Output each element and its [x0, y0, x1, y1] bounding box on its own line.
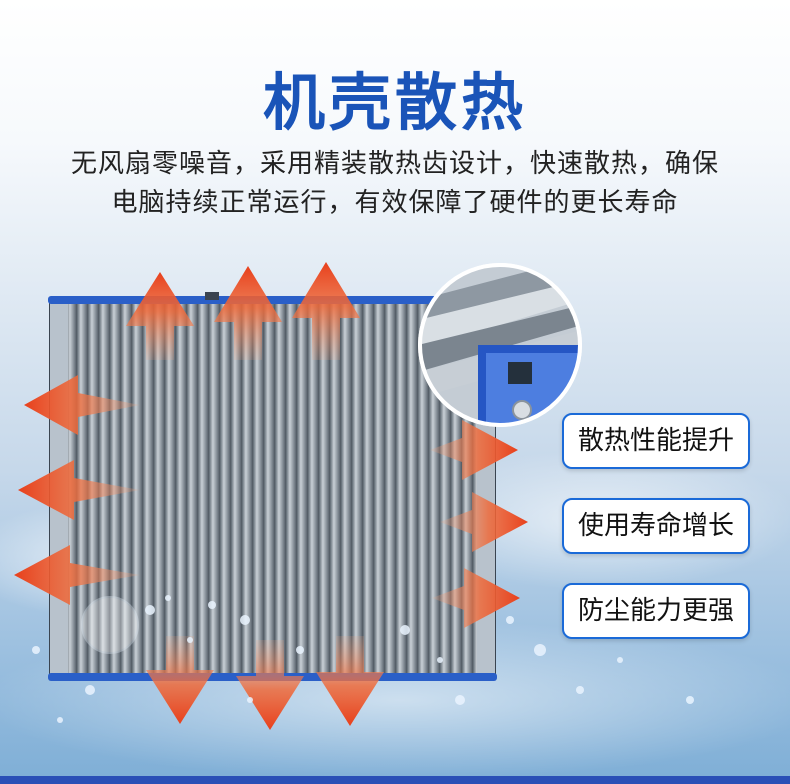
heat-arrows-right: [430, 420, 528, 628]
heat-arrows-up: [126, 262, 360, 360]
feature-label-lifespan: 使用寿命增长: [561, 498, 750, 554]
bottom-accent-bar: [0, 776, 790, 784]
detail-magnifier: [418, 263, 582, 427]
feature-label-dustproof: 防尘能力更强: [561, 583, 750, 639]
water-droplets: [32, 595, 694, 723]
feature-label-heat-dissipation: 散热性能提升: [561, 413, 750, 469]
description-line-2: 电脑持续正常运行，有效保障了硬件的更长寿命: [111, 188, 679, 218]
heat-arrows-left: [14, 375, 140, 605]
description-line-1: 无风扇零噪音，采用精装散热齿设计，快速散热，确保: [70, 149, 719, 179]
heat-arrows-down: [146, 636, 384, 730]
page-title: 机壳散热: [262, 66, 527, 139]
